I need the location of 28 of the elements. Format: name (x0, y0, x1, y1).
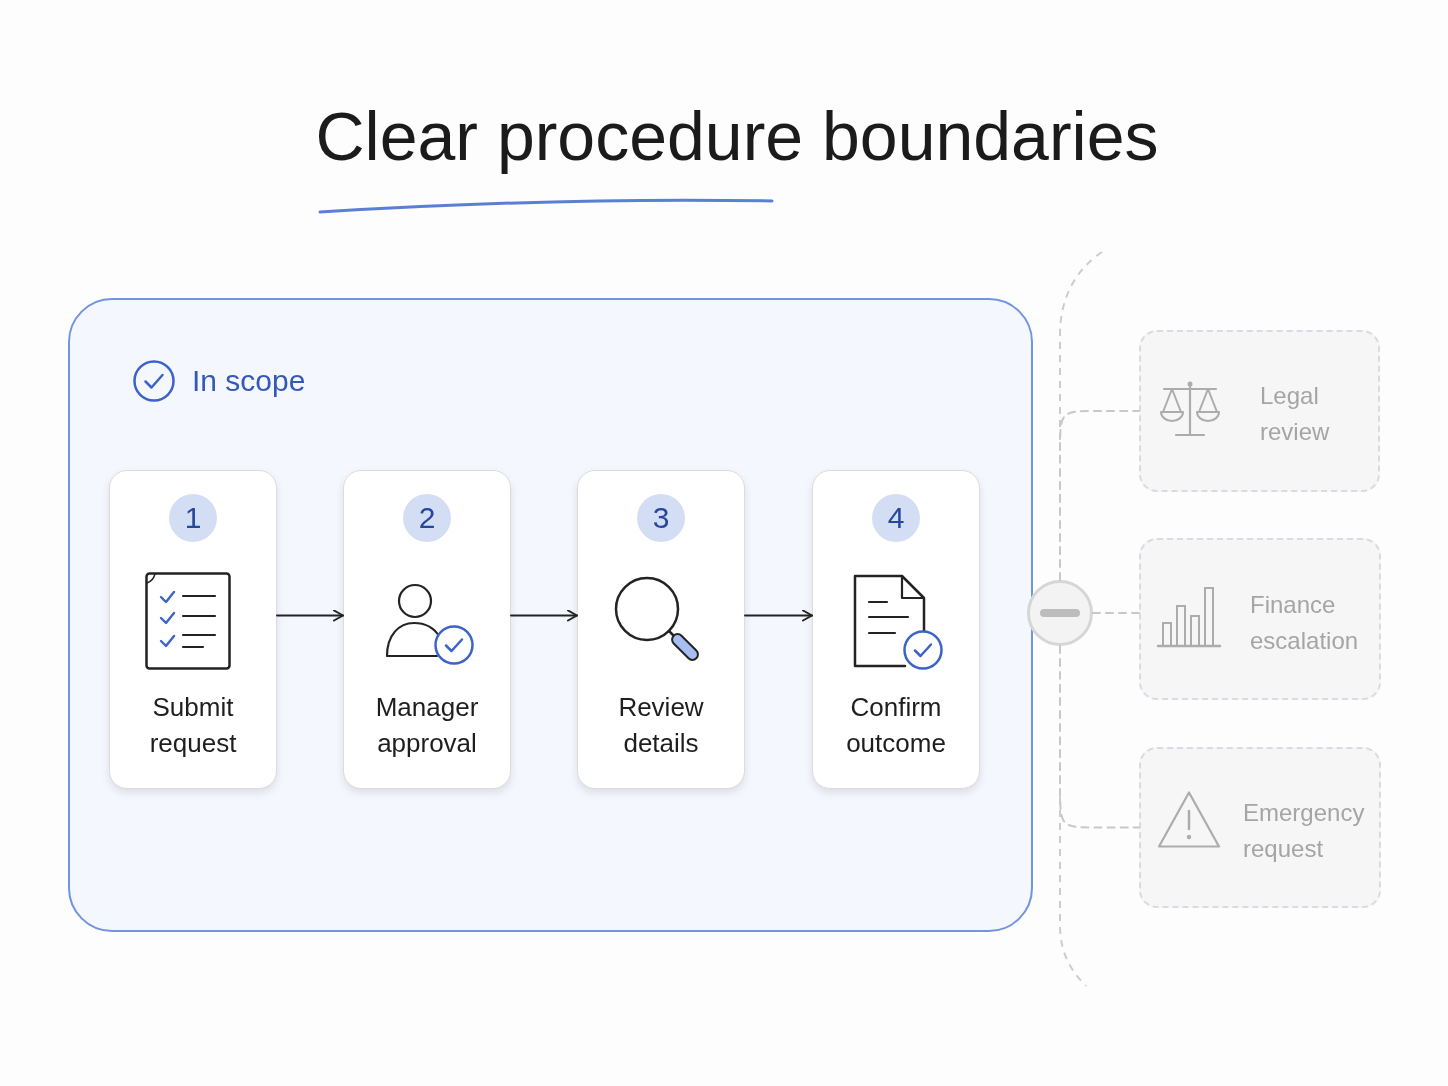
excluded-step-card (1139, 330, 1380, 492)
step-number: 2 (403, 494, 451, 542)
excluded-step-card (1139, 538, 1381, 700)
arrow (744, 609, 813, 622)
section-heading: In scope (192, 363, 306, 399)
step-label: Submit request (149, 691, 237, 760)
arrow (510, 609, 578, 622)
step-label: Review details (618, 691, 704, 760)
excluded-step-card (1139, 747, 1381, 908)
step-card (812, 470, 980, 789)
scope-panel (68, 298, 1033, 932)
excluded-step-label: Legal review (1260, 381, 1330, 447)
step-number: 1 (169, 494, 217, 542)
step-number: 3 (637, 494, 685, 542)
title: Clear procedure boundaries (315, 97, 1159, 176)
step-label: Manager approval (375, 691, 479, 760)
excluded-step-label: Emergency request (1243, 798, 1365, 864)
arrow (276, 609, 344, 622)
step-card (577, 470, 745, 789)
dashed-connector (1059, 410, 1140, 581)
minus-circle-icon (1027, 580, 1093, 646)
dashed-connector (1092, 612, 1140, 614)
excluded-step-label: Finance escalation (1250, 590, 1359, 656)
dashed-connector (1059, 645, 1140, 829)
step-card (343, 470, 511, 789)
step-card (109, 470, 277, 789)
step-number: 4 (872, 494, 920, 542)
step-label: Confirm outcome (846, 691, 946, 760)
